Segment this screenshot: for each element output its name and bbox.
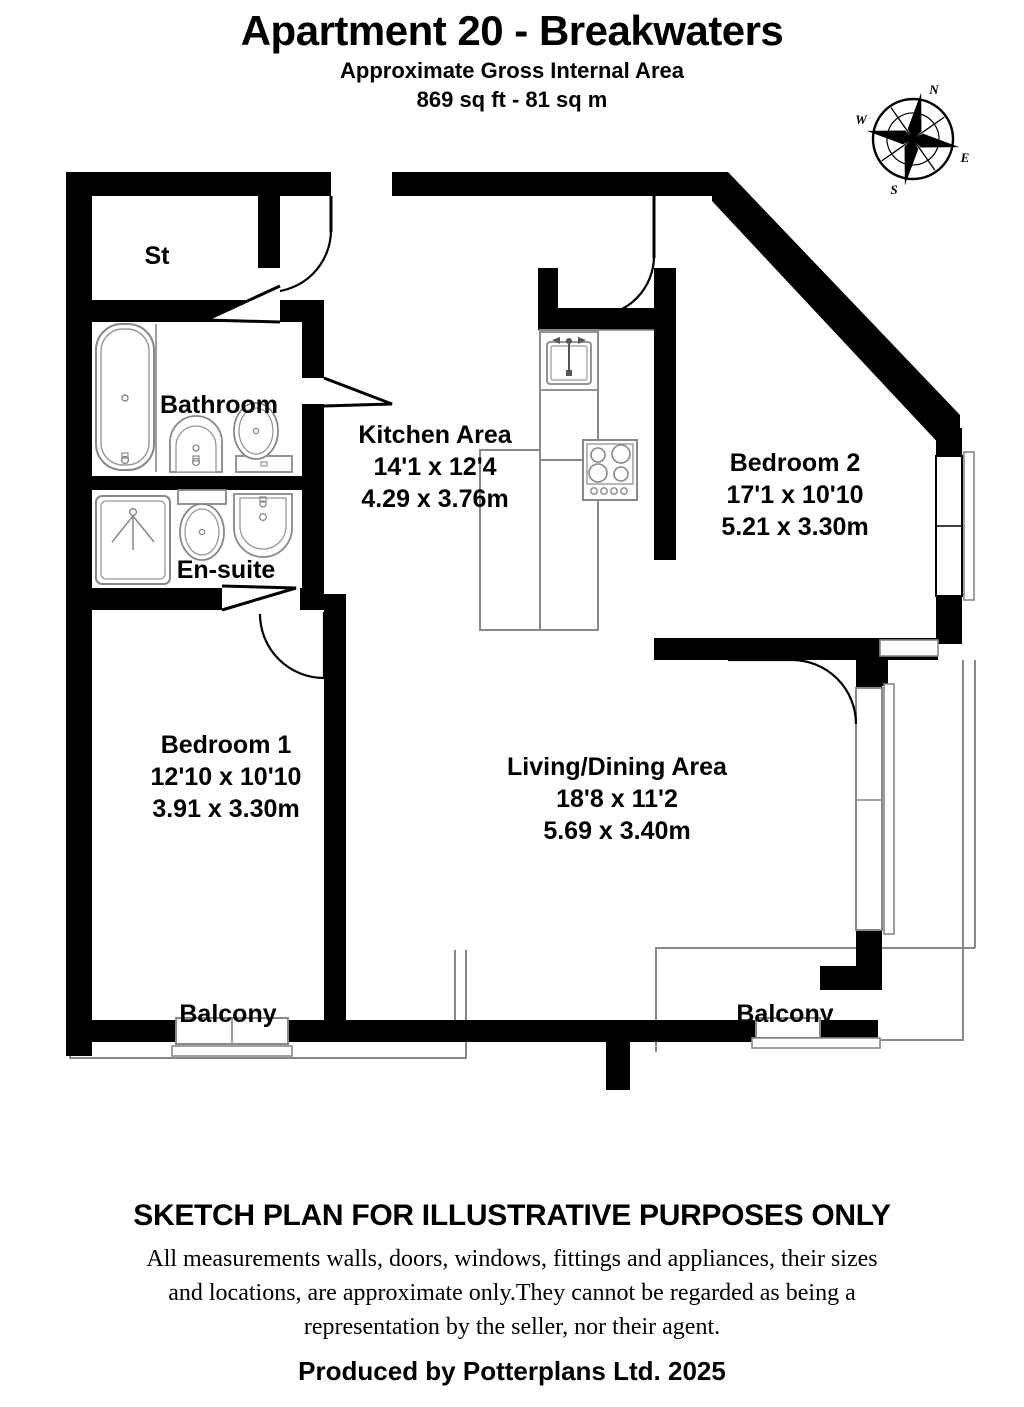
- compass-label-south: S: [890, 182, 897, 197]
- room-label-kitchen: Kitchen Area: [358, 421, 512, 449]
- window-living-east: [855, 683, 895, 935]
- floorplan-svg: St Bathroom En-suite Kitchen Area 14'1 x…: [66, 172, 976, 1090]
- window-bedroom2-east: [935, 451, 975, 601]
- compass-label-east: E: [960, 150, 970, 165]
- door-kitchen-lobby: [593, 196, 656, 318]
- bathroom-toilet-icon: [233, 402, 293, 473]
- bathtub-icon: [95, 323, 157, 472]
- walls: [66, 172, 962, 1090]
- compass-rose: N E S W: [852, 78, 974, 200]
- room-dim-living-imperial: 18'8 x 11'2: [556, 785, 678, 813]
- room-label-bedroom1: Bedroom 1: [161, 731, 292, 759]
- room-label-bathroom: Bathroom: [160, 391, 278, 419]
- room-dim-bedroom2-metric: 5.21 x 3.30m: [721, 513, 868, 541]
- door-ensuite: [221, 584, 297, 612]
- window-bedroom1-south: [171, 1017, 293, 1057]
- doors: [205, 196, 858, 725]
- windows: [171, 451, 975, 1057]
- door-entrance: [268, 196, 333, 294]
- footer-disclaimer: All measurements walls, doors, windows, …: [0, 1242, 1024, 1344]
- bathroom-washbasin-icon: [169, 415, 223, 473]
- room-label-ensuite: En-suite: [177, 556, 276, 584]
- hob-icon: [582, 439, 638, 501]
- door-bathroom: [323, 376, 393, 408]
- area-value: 869 sq ft - 81 sq m: [416, 86, 608, 112]
- room-dim-bedroom1-metric: 3.91 x 3.30m: [152, 795, 299, 823]
- room-label-bedroom2: Bedroom 2: [730, 449, 861, 477]
- room-dim-bedroom1-imperial: 12'10 x 10'10: [151, 763, 302, 791]
- footer-disclaimer-line2: and locations, are approximate only.They…: [168, 1280, 856, 1307]
- compass-label-west: W: [855, 112, 868, 127]
- area-label: Approximate Gross Internal Area: [340, 58, 684, 84]
- page-title: Apartment 20 - Breakwaters: [240, 7, 784, 54]
- room-dim-bedroom2-imperial: 17'1 x 10'10: [726, 481, 863, 509]
- compass-label-north: N: [928, 82, 939, 97]
- room-label-st: St: [145, 242, 171, 270]
- compass-icon: N E S W: [855, 82, 970, 197]
- room-label-living: Living/Dining Area: [507, 753, 728, 781]
- ensuite-toilet-icon: [177, 489, 227, 561]
- door-living: [728, 658, 858, 725]
- window-bedroom2-south: [879, 639, 939, 657]
- plan-footer: SKETCH PLAN FOR ILLUSTRATIVE PURPOSES ON…: [0, 1198, 1024, 1387]
- room-label-balcony-right: Balcony: [736, 1000, 833, 1028]
- kitchen-units: [479, 329, 654, 631]
- kitchen-sink-icon: [539, 331, 599, 391]
- window-living-south: [751, 1017, 881, 1049]
- footer-disclaimer-line3: representation by the seller, nor their …: [303, 1314, 721, 1341]
- balcony-right-outline: [655, 660, 976, 1052]
- plan-header: Apartment 20 - Breakwaters Approximate G…: [0, 0, 1024, 114]
- door-bedroom1: [258, 612, 326, 680]
- footer-producer: Produced by Potterplans Ltd. 2025: [298, 1356, 726, 1387]
- room-label-balcony-left: Balcony: [179, 1000, 276, 1028]
- ensuite-washbasin-icon: [233, 493, 293, 558]
- door-storage: [205, 284, 281, 324]
- floorplan-drawing: St Bathroom En-suite Kitchen Area 14'1 x…: [0, 160, 1024, 1090]
- footer-disclaimer-line1: All measurements walls, doors, windows, …: [146, 1246, 878, 1272]
- shower-tray-icon: [95, 495, 171, 585]
- room-dim-kitchen-imperial: 14'1 x 12'4: [373, 453, 496, 481]
- room-dim-living-metric: 5.69 x 3.40m: [543, 817, 690, 845]
- room-labels: St Bathroom En-suite Kitchen Area 14'1 x…: [145, 242, 869, 1028]
- room-dim-kitchen-metric: 4.29 x 3.76m: [361, 485, 508, 513]
- footer-heading: SKETCH PLAN FOR ILLUSTRATIVE PURPOSES ON…: [133, 1199, 891, 1232]
